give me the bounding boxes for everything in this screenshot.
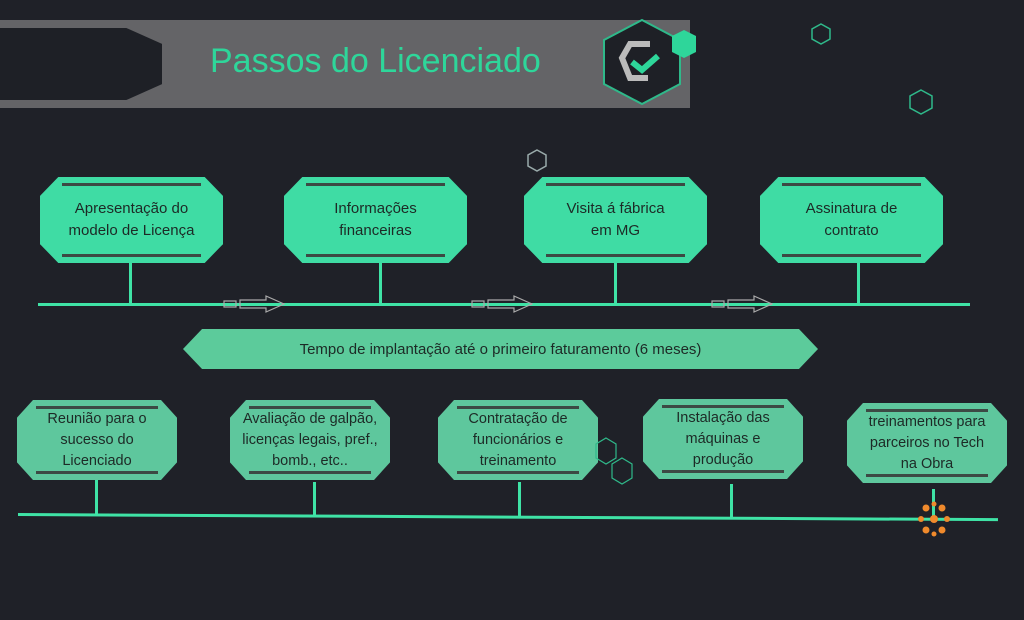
step-label: Reunião para o sucesso do Licenciado xyxy=(47,410,147,469)
arrow-right-icon xyxy=(471,295,534,313)
header-dark-tab xyxy=(0,28,162,100)
bottom-step-2: Avaliação de galpão, licenças legais, pr… xyxy=(230,400,390,480)
hexagon-decor-icon xyxy=(811,23,831,45)
orange-star-marker-icon xyxy=(918,501,950,537)
connector xyxy=(313,482,316,515)
step-label: treinamentos para parceiros no Tech na O… xyxy=(868,413,986,472)
timeline-banner: Tempo de implantação até o primeiro fatu… xyxy=(183,329,818,369)
connector xyxy=(129,263,132,304)
bottom-step-3: Contratação de funcionários e treinament… xyxy=(438,400,598,480)
top-timeline xyxy=(38,303,970,306)
hexagon-decor-icon xyxy=(595,437,633,485)
connector xyxy=(614,263,617,304)
step-label: Apresentação do modelo de Licença xyxy=(68,200,195,239)
top-step-2: Informações financeiras xyxy=(284,177,467,263)
step-label: Instalação das máquinas e produção xyxy=(676,409,770,468)
arrow-right-icon xyxy=(223,295,286,313)
banner-text: Tempo de implantação até o primeiro fatu… xyxy=(299,340,702,358)
step-label: Contratação de funcionários e treinament… xyxy=(468,410,568,469)
top-step-1: Apresentação do modelo de Licença xyxy=(40,177,223,263)
hexagon-decor-icon xyxy=(909,89,933,115)
step-label: Assinatura de contrato xyxy=(805,200,898,239)
step-label: Visita á fábrica em MG xyxy=(566,200,665,239)
connector xyxy=(857,263,860,304)
top-step-3: Visita á fábrica em MG xyxy=(524,177,707,263)
connector xyxy=(518,482,521,516)
step-label: Informações financeiras xyxy=(334,200,417,239)
connector xyxy=(730,484,733,517)
page-title: Passos do Licenciado xyxy=(210,42,541,80)
hexagon-decor-icon xyxy=(527,149,547,172)
bottom-step-5: treinamentos para parceiros no Tech na O… xyxy=(847,403,1007,483)
bottom-step-1: Reunião para o sucesso do Licenciado xyxy=(17,400,177,480)
arrow-right-icon xyxy=(711,295,774,313)
bottom-timeline xyxy=(17,513,998,522)
connector xyxy=(95,480,98,514)
connector xyxy=(379,263,382,304)
step-label: Avaliação de galpão, licenças legais, pr… xyxy=(242,410,378,469)
logo-hex-icon xyxy=(603,18,696,106)
bottom-step-4: Instalação das máquinas e produção xyxy=(643,399,803,479)
top-step-4: Assinatura de contrato xyxy=(760,177,943,263)
